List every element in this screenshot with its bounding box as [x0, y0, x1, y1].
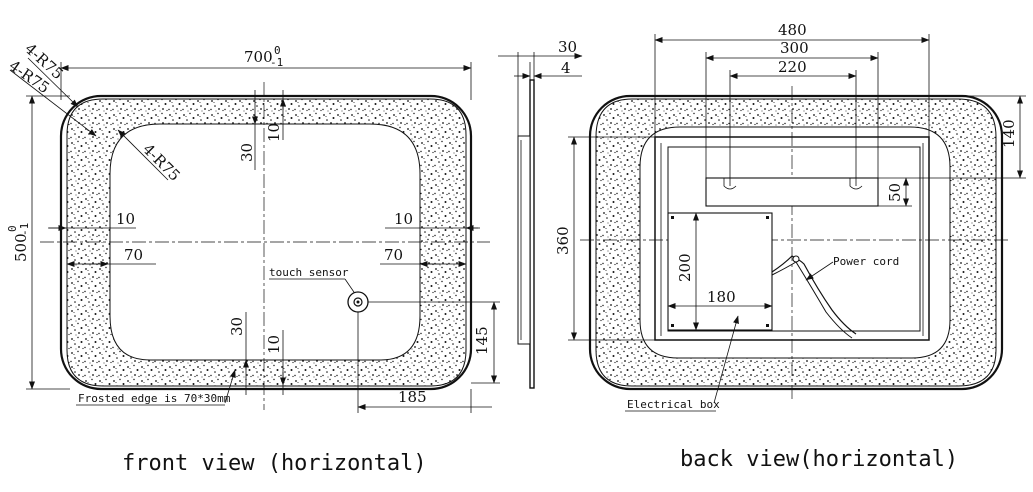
front-dim-10-right: 10: [394, 210, 413, 228]
front-dim-500-tol-low: -1: [18, 223, 31, 236]
side-frame: [517, 135, 531, 345]
back-dim-220: 220: [778, 58, 807, 76]
hook-left: [723, 178, 737, 190]
touch-sensor-dot: [356, 300, 360, 304]
front-view: 700 0 -1 500 0 -1 4-R75 4-R75 4-R75 30 1…: [6, 40, 500, 476]
back-caption: back view(horizontal): [680, 447, 958, 472]
back-dim-360: 360: [554, 226, 572, 255]
frosted-edge-label: Frosted edge is 70*30mm: [78, 392, 231, 405]
back-mirror-outline: [588, 94, 1004, 391]
back-dim-480: 480: [778, 21, 807, 39]
power-cord-leader: [805, 261, 834, 281]
front-mirror-outline: [59, 94, 473, 391]
front-dim-500: 500: [12, 233, 30, 262]
cord-clip: [792, 255, 800, 263]
front-dim-30-top: 30: [238, 143, 256, 162]
front-dim-700-tol-up: 0: [274, 44, 281, 57]
side-dim-30: 30: [558, 38, 577, 56]
back-dim-180: 180: [707, 288, 736, 306]
front-dim-70-left: 70: [124, 246, 143, 264]
touch-sensor-label: touch sensor: [269, 266, 349, 279]
radius-leader-3: [117, 129, 169, 181]
power-cord-2: [771, 261, 853, 339]
touch-sensor-inner: [353, 297, 363, 307]
ebox-screw-2: [766, 216, 769, 219]
front-dim-145: 145: [473, 326, 491, 355]
radius-label-3: 4-R75: [139, 140, 184, 185]
front-dim-185: 185: [398, 388, 427, 406]
side-view: 30 4: [498, 38, 583, 389]
front-dim-500-tol-up: 0: [6, 225, 19, 232]
front-dim-10-left: 10: [116, 210, 135, 228]
electrical-box: [667, 212, 773, 331]
ebox-screw-3: [671, 324, 674, 327]
hook-right: [849, 178, 863, 190]
side-glass: [529, 79, 535, 389]
back-dim-50: 50: [886, 183, 904, 202]
radius-leader-1: [27, 57, 79, 108]
hanging-rail: [705, 177, 879, 207]
back-frosted-edge: [595, 98, 997, 387]
frosted-leader: [224, 369, 236, 404]
back-view: 480 300 220 140 50 360 200 180 E: [554, 21, 1026, 472]
front-frosted-edge: [66, 98, 467, 387]
ebox-screw-4: [766, 324, 769, 327]
side-dim-4: 4: [561, 59, 571, 77]
power-cord: [771, 255, 857, 335]
electrical-box-label: Electrical box: [627, 398, 720, 411]
back-dim-140: 140: [1000, 119, 1018, 148]
front-caption: front view (horizontal): [122, 451, 427, 476]
front-dim-700-tol-low: -1: [270, 56, 283, 69]
front-dim-10-bottom: 10: [265, 335, 283, 354]
ebox-screw-1: [671, 216, 674, 219]
ebox-leader: [713, 315, 739, 404]
back-dim-300: 300: [780, 39, 809, 57]
front-dim-10-top: 10: [265, 123, 283, 142]
back-dim-200: 200: [676, 253, 694, 282]
power-cord-label: Power cord: [833, 255, 899, 268]
front-dim-70-right: 70: [384, 246, 403, 264]
radius-leader-2: [9, 69, 97, 137]
front-dim-700: 700: [244, 48, 273, 66]
front-dim-30-bottom: 30: [228, 317, 246, 336]
